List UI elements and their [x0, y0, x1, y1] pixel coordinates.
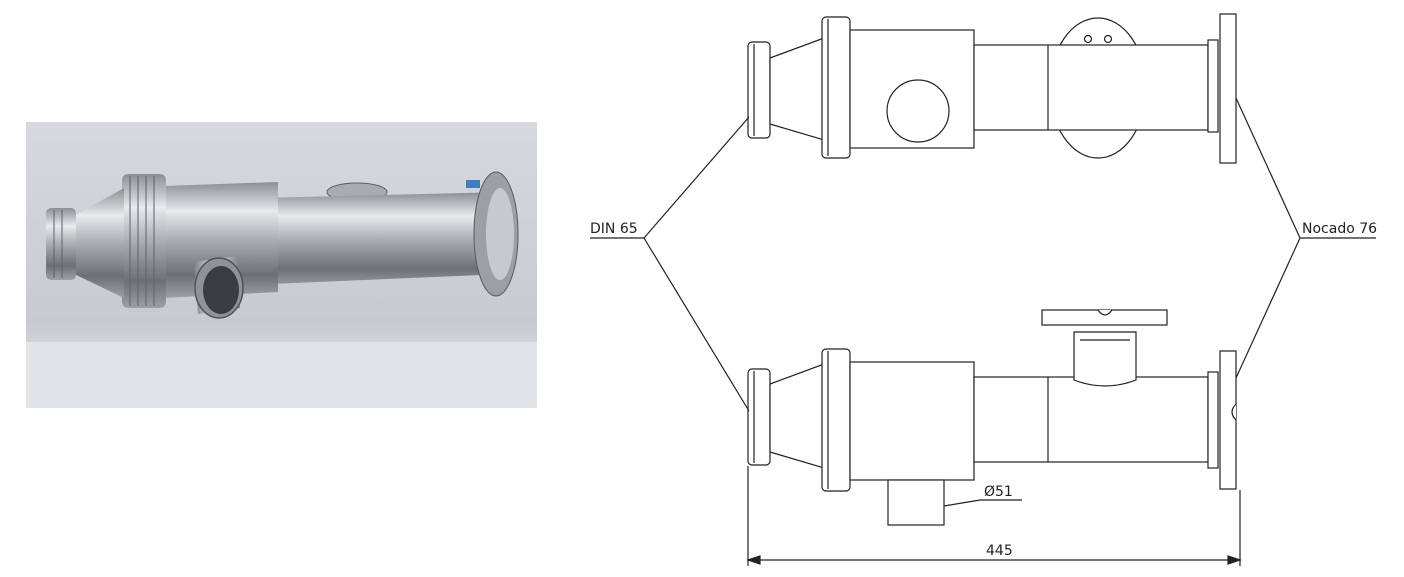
technical-drawing: DIN 65 Nocado 76 Ø51 445 — [560, 0, 1404, 573]
overall-length-label: 445 — [986, 543, 1013, 559]
front-view — [747, 309, 1237, 526]
overall-dimension — [746, 466, 1242, 566]
pipe-assembly-drawing: DIN 65 Nocado 76 Ø51 445 — [590, 13, 1377, 566]
pipe-assembly-photo — [26, 122, 537, 408]
branch-diameter-label: Ø51 — [984, 484, 1013, 500]
top-view — [747, 13, 1237, 164]
left-connection-label: DIN 65 — [590, 221, 638, 237]
top-branch — [1073, 331, 1137, 387]
product-photo — [26, 122, 537, 408]
side-outlet-circle — [886, 79, 950, 143]
bottom-outlet — [887, 479, 945, 526]
right-connection-label: Nocado 76 — [1302, 221, 1377, 237]
leader-lines — [643, 97, 1301, 507]
